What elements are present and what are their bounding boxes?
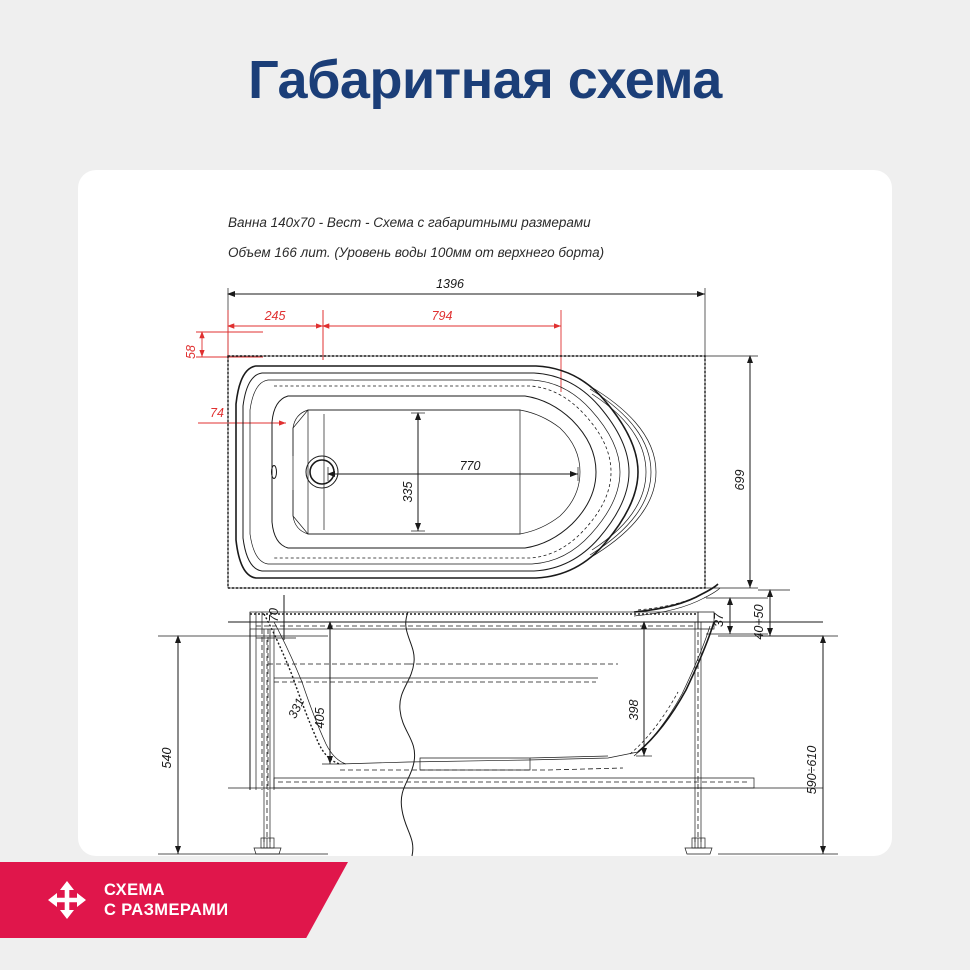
break-line: [399, 611, 416, 856]
dim-rim-stack-40-50: 40+50: [752, 589, 823, 640]
drawing-caption: Ванна 140x70 - Вест - Схема с габаритным…: [228, 208, 604, 268]
dim-inner-width-335: 335: [401, 412, 425, 532]
dim-rim-left-74: 74: [198, 406, 286, 426]
dim-label-37: 37: [712, 612, 726, 627]
caption-line-1: Ванна 140x70 - Вест - Схема с габаритным…: [228, 215, 591, 230]
dim-inner-span-794: 794: [322, 309, 562, 392]
plan-view: 1396 245 794 58: [184, 277, 758, 589]
dim-inner-depth-398: 398: [627, 621, 652, 757]
dim-label-1396: 1396: [436, 277, 464, 291]
dim-offset-245: 245: [227, 309, 324, 360]
dim-label-699: 699: [733, 470, 747, 491]
dim-drain-depth-331: 331: [286, 696, 308, 721]
dim-label-770: 770: [460, 459, 481, 473]
support-leg-right: [684, 622, 713, 855]
dim-overall-width-699: 699: [705, 355, 758, 589]
dim-label-70: 70: [267, 608, 281, 622]
support-leg-left: [253, 629, 282, 855]
dim-label-58: 58: [184, 345, 198, 359]
dim-label-74: 74: [210, 406, 224, 420]
dim-label-540: 540: [160, 748, 174, 769]
dim-inner-length-770: 770: [327, 459, 579, 481]
dim-rim-width-70: 70: [256, 595, 296, 640]
dim-label-794: 794: [432, 309, 453, 323]
four-way-arrows-icon: [48, 881, 86, 919]
dim-total-height-540: 540: [158, 635, 328, 855]
dim-label-331: 331: [286, 696, 308, 721]
side-section-view: 37 40+50 70: [158, 583, 838, 856]
dim-label-590-610: 590÷610: [805, 746, 819, 795]
banner-text: СХЕМА С РАЗМЕРАМИ: [104, 880, 229, 920]
overflow-hole: [271, 465, 277, 479]
banner-line-2: С РАЗМЕРАМИ: [104, 901, 229, 919]
size-diagram-banner: СХЕМА С РАЗМЕРАМИ: [0, 862, 348, 938]
page-title: Габаритная схема: [248, 50, 722, 110]
drain-hole: [305, 455, 339, 489]
drawing-card: Ванна 140x70 - Вест - Схема с габаритным…: [78, 170, 892, 856]
technical-drawing: .ln { fill:none; stroke:#1a1a1a; stroke-…: [158, 277, 838, 856]
dim-label-335: 335: [401, 482, 415, 503]
caption-line-2: Объем 166 лит. (Уровень воды 100мм от ве…: [228, 245, 605, 260]
dim-rim-top-58: 58: [184, 331, 263, 359]
dim-label-398: 398: [627, 700, 641, 721]
banner-line-1: СХЕМА: [104, 881, 165, 899]
dim-label-245: 245: [264, 309, 286, 323]
dim-overall-length-1396: 1396: [227, 277, 706, 360]
dim-label-405: 405: [313, 708, 327, 729]
dim-leg-height-590-610: 590÷610: [718, 635, 838, 855]
dim-rim-thickness-37: 37: [706, 597, 768, 635]
dim-inner-depth-405: 405: [313, 621, 340, 765]
